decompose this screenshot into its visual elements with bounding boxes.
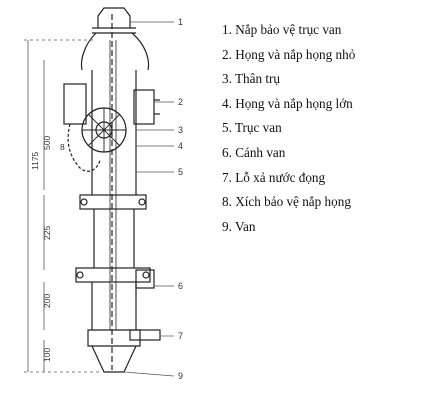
legend-item-7: 7. Lỗ xả nước đọng [222,169,326,185]
callout-7: 7 [178,331,183,341]
cap-outline [97,7,131,28]
legend-item-6: 6. Cánh van [222,144,286,160]
callout-1: 1 [178,17,183,27]
callout-3: 3 [178,125,183,135]
valve-cone [91,345,137,373]
callout-4: 4 [178,141,183,151]
legend: 1. Nắp bảo vệ trục van 2. Họng và nắp họ… [222,18,355,239]
flange-upper [79,194,147,210]
dim-upper-text: 500 [42,136,52,150]
callout-6: 6 [178,281,183,291]
chain [67,123,101,172]
hydrant-cross-section-drawing: 1175 500 225 200 100 8 1 2 3 4 5 6 7 9 [24,7,183,381]
dim-overall-text: 1175 [30,151,40,170]
outlet-small-left [63,83,87,125]
callout-2: 2 [178,97,183,107]
valve-flap [135,269,155,289]
legend-item-2: 2. Họng và nắp họng nhỏ [222,46,356,62]
legend-item-4: 4. Họng và nắp họng lớn [222,95,353,111]
dim-lower-text: 200 [42,294,52,308]
flange-middle [75,267,151,283]
legend-item-3: 3. Thân trụ [222,71,280,87]
dim-side-text: 8 [60,142,65,152]
dim-mid-text: 225 [42,226,52,240]
callout-5: 5 [178,167,183,177]
base-flange [87,329,141,347]
drain-hole [129,329,161,341]
callout-9: 9 [178,371,183,381]
dim-base-text: 100 [42,348,52,362]
legend-item-9: 9. Van [222,218,256,234]
legend-item-1: 1. Nắp bảo vệ trục van [222,22,342,37]
upper-body-outline [80,32,150,71]
legend-item-8: 8. Xích bảo vệ nắp họng [222,194,351,210]
outlet-small-right [133,89,155,125]
legend-item-5: 5. Trục van [222,120,282,136]
